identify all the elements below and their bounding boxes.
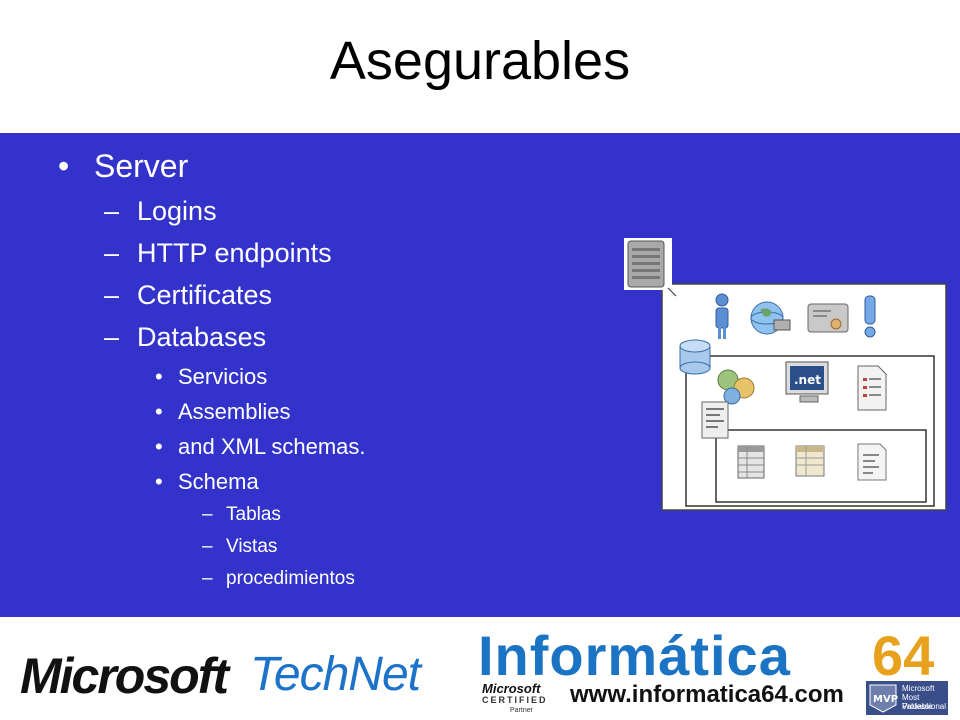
dash-mark: –	[104, 322, 120, 352]
bullet-assemblies: Assemblies	[178, 399, 291, 424]
bullet-servicios: Servicios	[178, 364, 268, 389]
schema-diagram-icon	[701, 401, 729, 439]
certificate-icon	[807, 303, 849, 333]
mvp-badge-graphic: MVP	[866, 681, 948, 715]
bullet-procedimientos: procedimientos	[226, 568, 355, 589]
dash-mark: –	[202, 536, 213, 557]
mscert-line1: Microsoft	[482, 681, 541, 696]
stored-procedure-icon	[857, 443, 887, 481]
bullet-mark: •	[155, 364, 163, 389]
mvp-line3: Professional	[902, 702, 947, 711]
informatica-logo: Informática	[478, 624, 791, 687]
bullet-xml-schemas: and XML schemas.	[178, 434, 366, 459]
bullet-mark: •	[155, 399, 163, 424]
bullet-vistas: Vistas	[226, 536, 278, 557]
bullet-certificates: Certificates	[137, 280, 273, 310]
login-user-icon	[715, 293, 729, 339]
mvp-badge: MVP Microsoft Most Valuable Professional	[866, 681, 948, 715]
view-icon	[795, 445, 825, 477]
bullet-server: Server	[94, 148, 189, 184]
mscert-line2: CERTIFIED	[482, 695, 548, 705]
dash-mark: –	[104, 196, 120, 226]
mscert-line3: Partner	[510, 707, 533, 714]
microsoft-logo: Microsoft	[20, 648, 229, 704]
table-icon	[737, 445, 765, 479]
net-assembly-icon: .net	[785, 361, 829, 403]
content-panel: • Server – Logins – HTTP endpoints – Cer…	[0, 133, 960, 617]
bullet-http-endpoints: HTTP endpoints	[137, 238, 332, 268]
bullet-mark: •	[155, 469, 163, 494]
bullet-mark: •	[58, 148, 70, 184]
bullet-databases: Databases	[137, 322, 267, 352]
bullet-logins: Logins	[137, 196, 217, 226]
database-cylinder-icon	[679, 339, 711, 375]
footer-logos: Microsoft TechNet Informática 64 Microso…	[0, 617, 960, 720]
mvp-line2: Most Valuable	[902, 693, 933, 711]
mvp-badge-text: MVP	[873, 694, 898, 705]
dash-mark: –	[104, 280, 120, 310]
dash-mark: –	[104, 238, 120, 268]
dash-mark: –	[202, 568, 213, 589]
bullet-tablas: Tablas	[226, 504, 281, 525]
services-gear-icon	[717, 369, 755, 405]
securables-diagram: .net	[624, 238, 947, 511]
mvp-line1: Microsoft	[902, 684, 935, 693]
bullet-mark: •	[155, 434, 163, 459]
slide-title: Asegurables	[329, 31, 631, 91]
website-url: www.informatica64.com	[570, 681, 844, 708]
technet-logo: TechNet	[250, 648, 421, 701]
server-icon	[624, 238, 672, 290]
microsoft-certified-partner-badge: Microsoft CERTIFIED Partner	[480, 681, 560, 717]
net-label: .net	[794, 373, 821, 387]
http-endpoint-globe-icon	[750, 301, 791, 335]
bullet-schema: Schema	[178, 469, 259, 494]
informatica-64-logo: 64	[872, 624, 935, 687]
exclamation-icon	[864, 295, 876, 338]
xml-schema-document-icon	[857, 365, 887, 411]
dash-mark: –	[202, 504, 213, 525]
